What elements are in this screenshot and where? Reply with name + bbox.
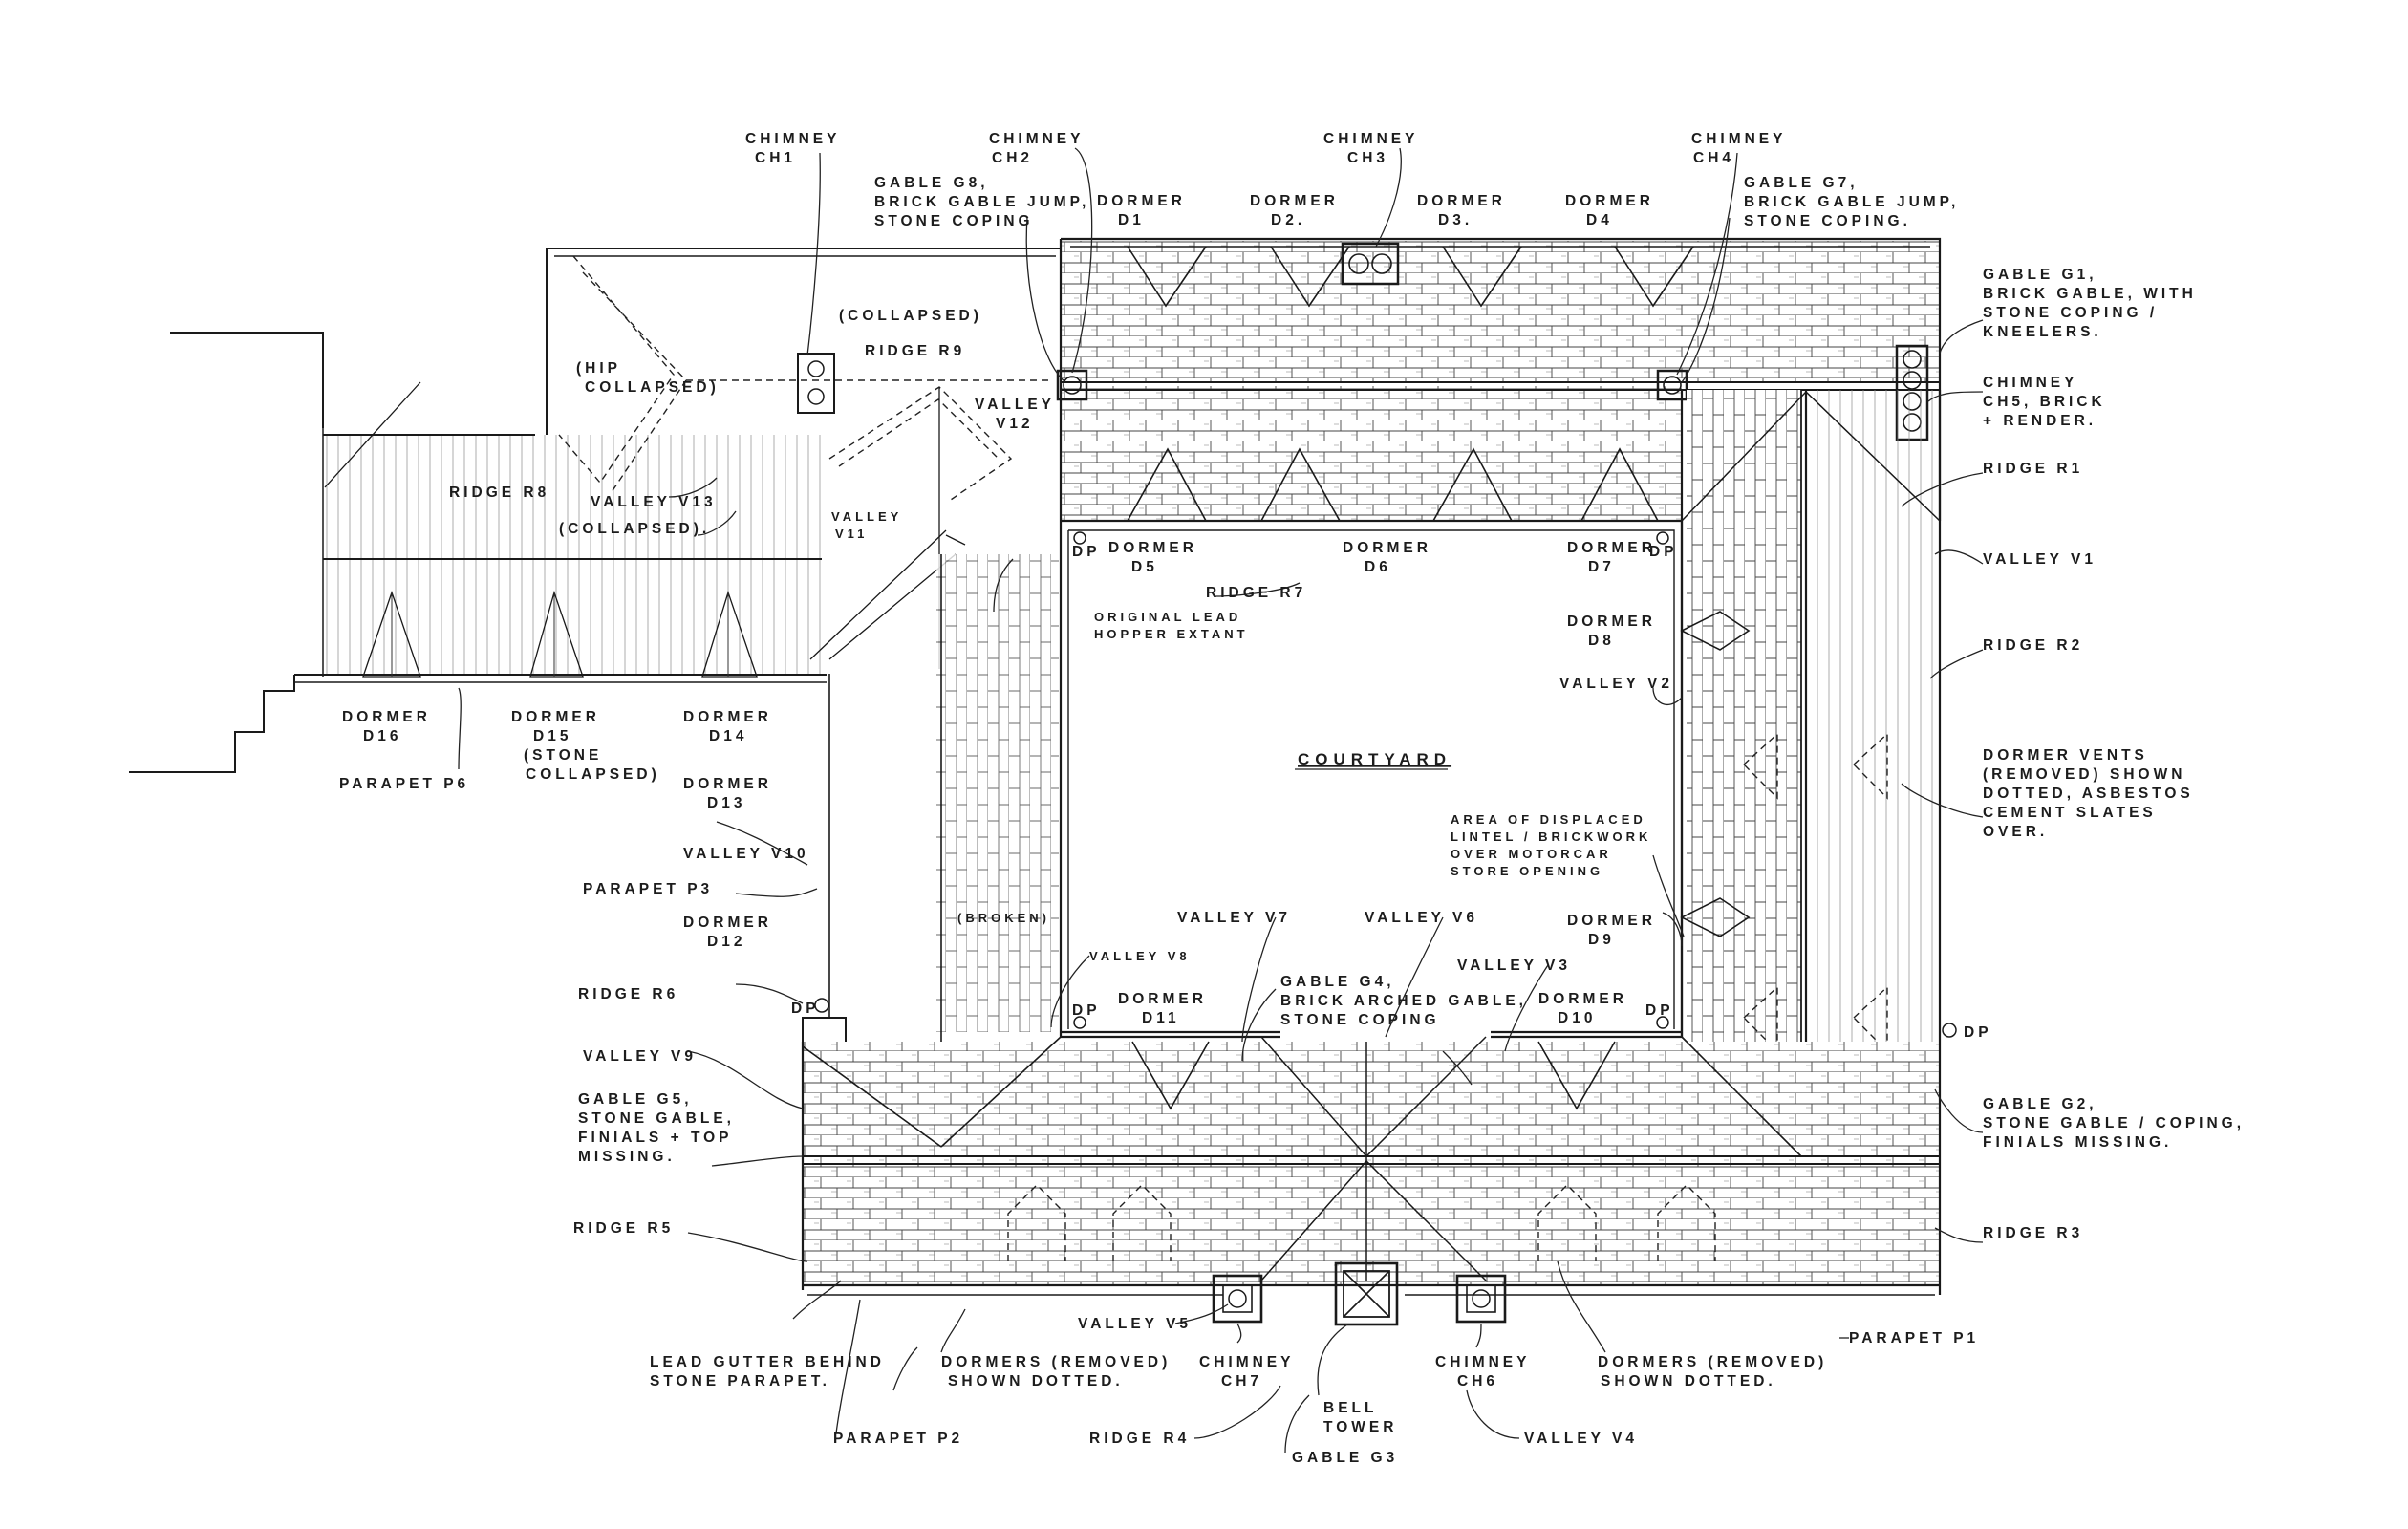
label-v1: VALLEY V1: [1983, 551, 2096, 568]
label-courtyard: COURTYARD: [1298, 750, 1451, 768]
label-v10: VALLEY V10: [683, 846, 809, 862]
label-v4: VALLEY V4: [1524, 1431, 1638, 1447]
label-r1: RIDGE R1: [1983, 461, 2083, 477]
label-dp-d11: DP: [1072, 1002, 1101, 1019]
label-r7: RIDGE R7: [1206, 585, 1306, 601]
label-g4: GABLE G4,BRICK ARCHED GABLE,STONE COPING: [1280, 974, 1527, 1028]
label-broken: (BROKEN): [957, 911, 1050, 925]
label-dp-west: DP: [791, 1001, 820, 1017]
label-v7: VALLEY V7: [1177, 910, 1291, 926]
label-r4: RIDGE R4: [1089, 1431, 1190, 1447]
north-wing: [1056, 237, 1942, 522]
label-v13: VALLEY V13: [591, 494, 717, 510]
label-collapsed: (COLLAPSED): [839, 308, 982, 324]
label-r9: RIDGE R9: [865, 343, 965, 359]
label-v6: VALLEY V6: [1365, 910, 1478, 926]
inner-wings: [802, 521, 1063, 1051]
label-g2: GABLE G2,STONE GABLE / COPING,FINIALS MI…: [1983, 1096, 2245, 1151]
label-dormers-removed-right: DORMERS (REMOVED)SHOWN DOTTED.: [1598, 1354, 1827, 1389]
label-v8: VALLEY V8: [1089, 949, 1191, 963]
leader-lines: [458, 147, 1984, 1454]
label-g8: GABLE G8,BRICK GABLE JUMP,STONE COPING: [874, 175, 1089, 229]
label-r2: RIDGE R2: [1983, 637, 2083, 654]
label-dp-east: DP: [1964, 1024, 1992, 1041]
label-g3: GABLE G3: [1292, 1450, 1398, 1466]
roof-structure: [129, 237, 1957, 1326]
label-v9: VALLEY V9: [583, 1048, 697, 1065]
label-r5: RIDGE R5: [573, 1220, 674, 1237]
label-g7: GABLE G7,BRICK GABLE JUMP,STONE COPING.: [1744, 175, 1959, 229]
label-v5: VALLEY V5: [1078, 1316, 1192, 1332]
label-collapsed2: (COLLAPSED).: [559, 521, 710, 537]
east-wing: [1680, 390, 1942, 1163]
label-dp-d7: DP: [1649, 544, 1678, 560]
label-p1: PARAPET P1: [1849, 1330, 1979, 1346]
label-r6: RIDGE R6: [578, 986, 678, 1002]
label-dp-d5: DP: [1072, 544, 1101, 560]
south-wing: [801, 1030, 1942, 1326]
label-p6: PARAPET P6: [339, 776, 469, 792]
label-v3: VALLEY V3: [1457, 958, 1571, 974]
label-dormers-removed-left: DORMERS (REMOVED)SHOWN DOTTED.: [941, 1354, 1171, 1389]
label-r3: RIDGE R3: [1983, 1225, 2083, 1241]
label-dp-d10: DP: [1645, 1002, 1674, 1019]
label-p2: PARAPET P2: [833, 1431, 963, 1447]
courtyard-outline: [1061, 519, 1684, 1039]
west-wing: [294, 248, 1062, 683]
label-v2: VALLEY V2: [1559, 676, 1673, 692]
label-p3: PARAPET P3: [583, 881, 713, 897]
label-r8: RIDGE R8: [449, 485, 549, 501]
